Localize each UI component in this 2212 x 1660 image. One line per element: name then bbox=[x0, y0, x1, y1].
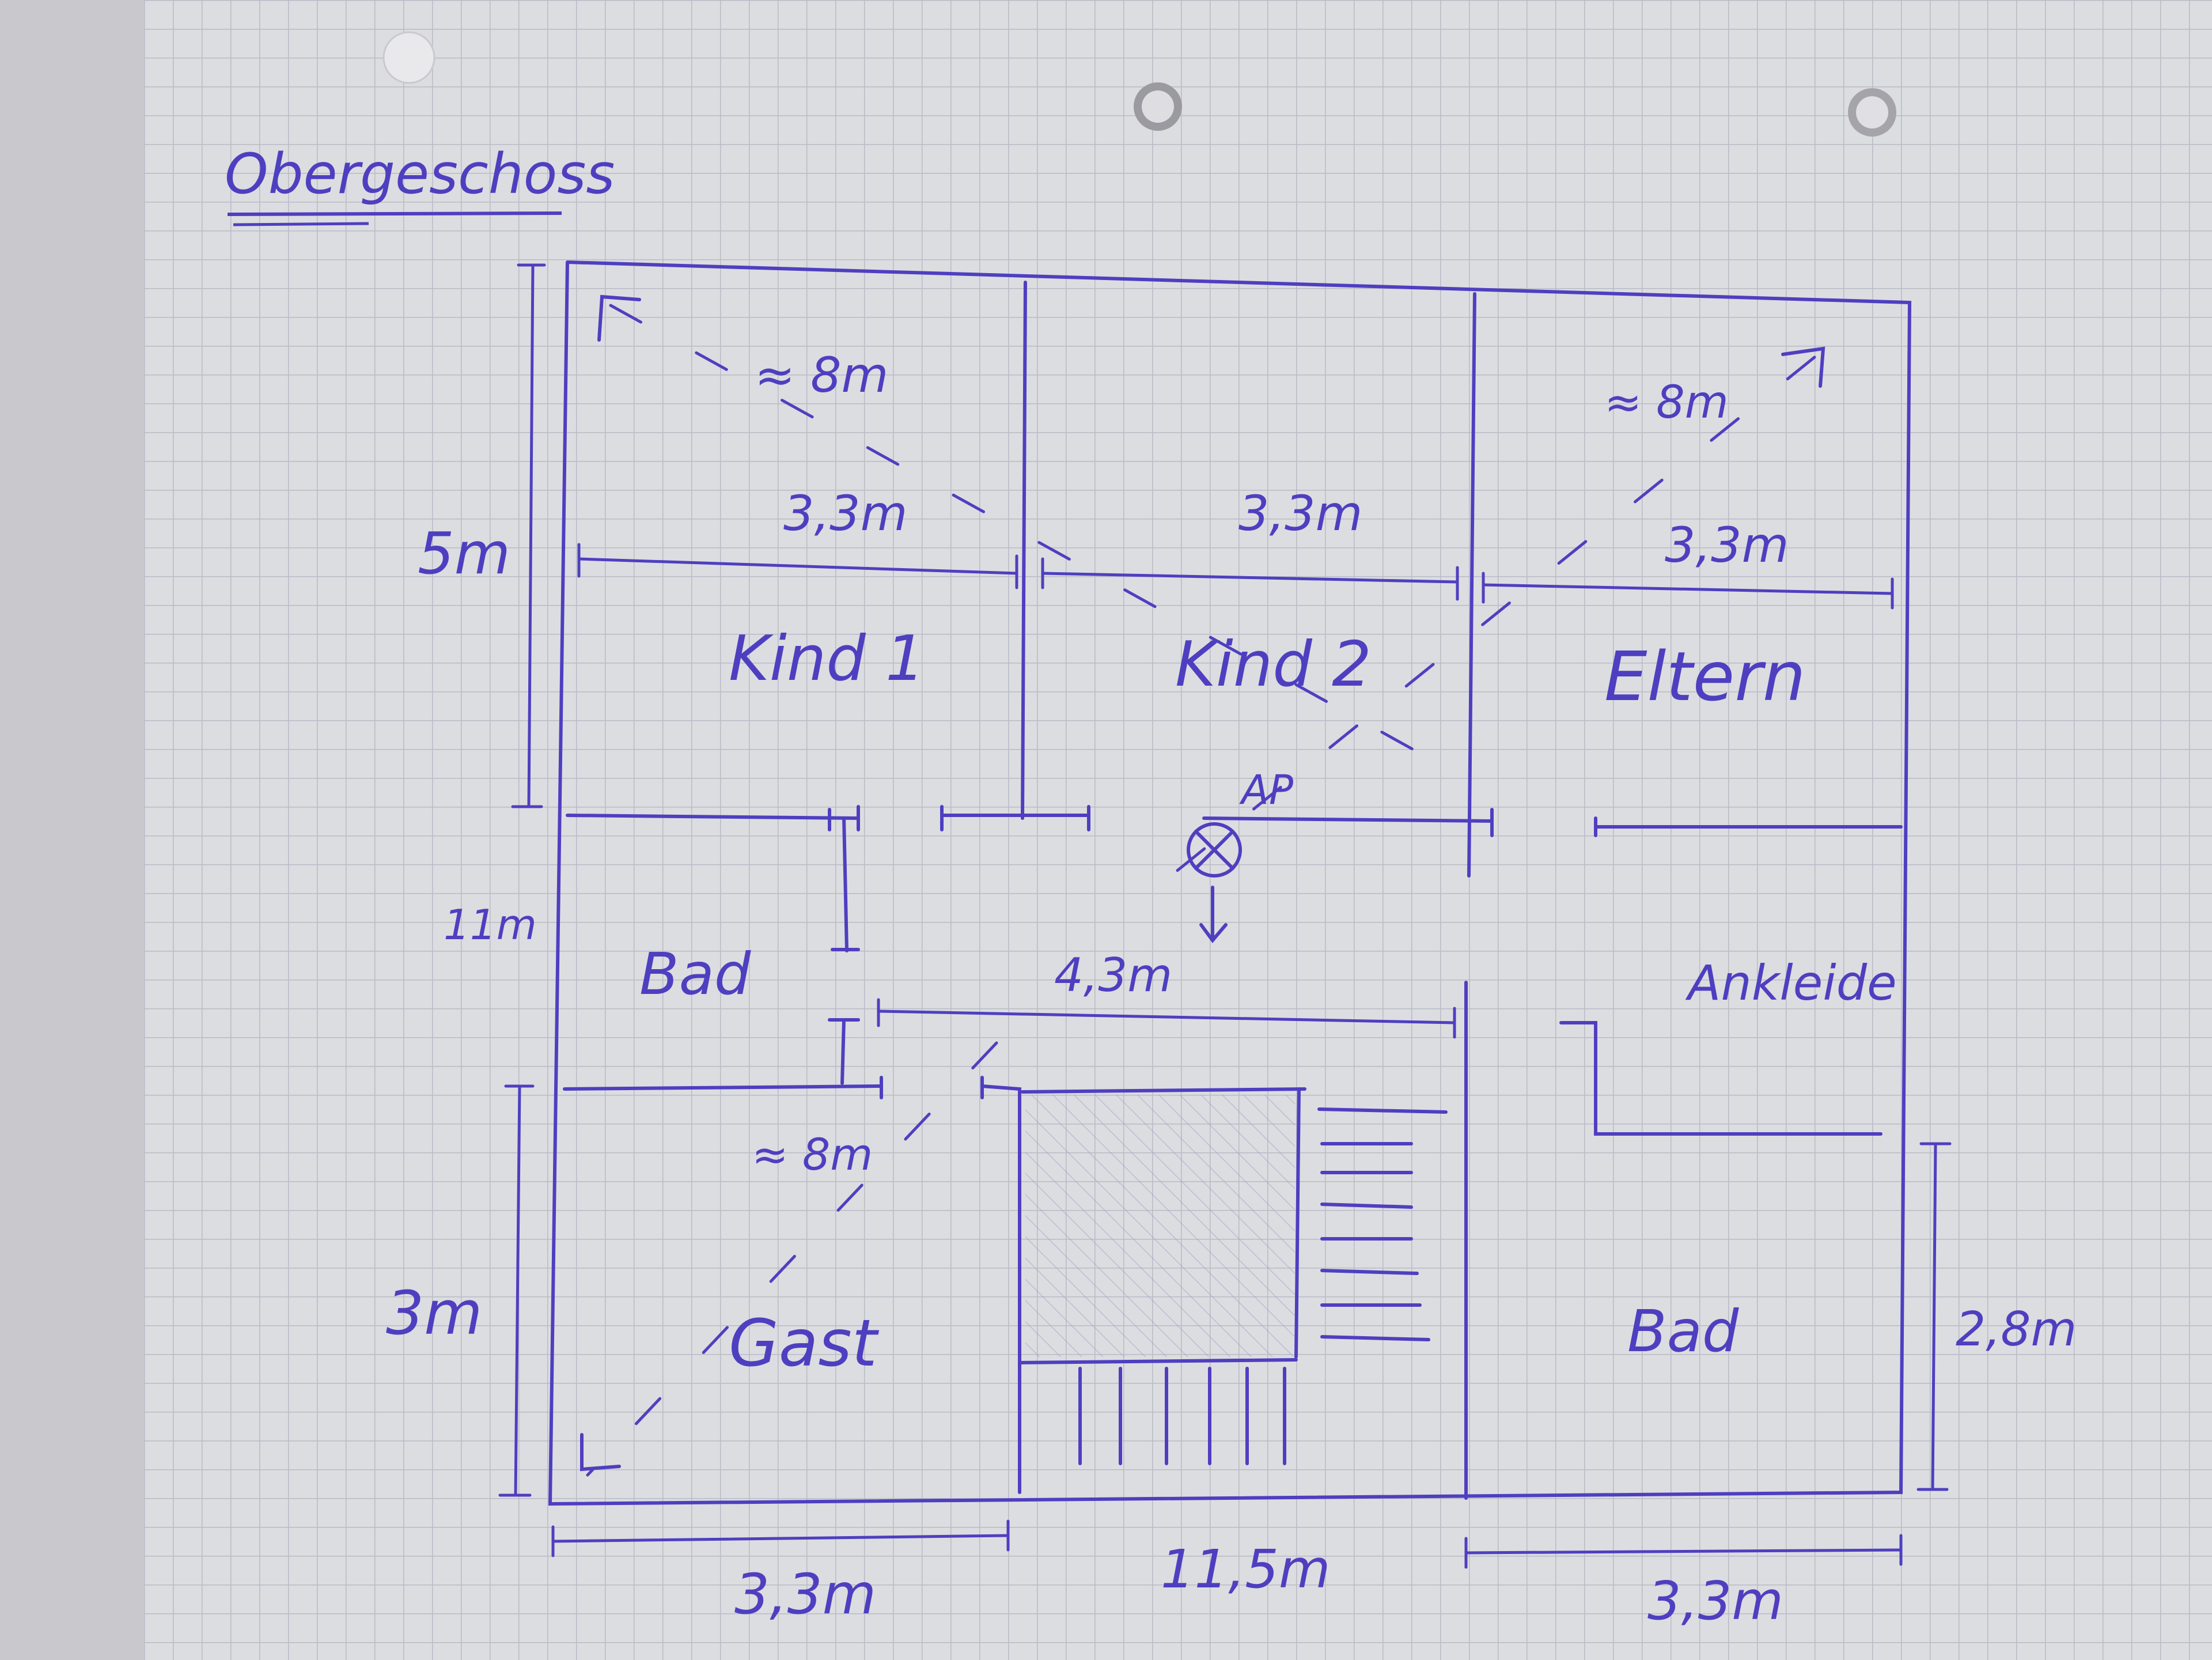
dim-label-height-total: 11m bbox=[444, 901, 537, 949]
dim-label-bottom-total: 11,5m bbox=[1161, 1538, 1330, 1600]
stair-tread bbox=[1320, 1203, 1413, 1209]
binder-hole bbox=[382, 31, 435, 84]
diagonal-gast bbox=[586, 1041, 998, 1477]
dim-label-eltern: 3,3m bbox=[1665, 517, 1789, 573]
room-label-bad-top: Bad bbox=[639, 940, 751, 1008]
dim-line-height-bad bbox=[1931, 1142, 1937, 1491]
dim-line-height-gast bbox=[514, 1084, 521, 1497]
stair-tread bbox=[1317, 1107, 1448, 1114]
wall-stair-void bbox=[1018, 1358, 1298, 1364]
wall-kind1-kind2 bbox=[1021, 281, 1027, 820]
dim-line-hall bbox=[877, 1009, 1456, 1024]
arrow-head bbox=[580, 1433, 621, 1472]
room-label-bad-bottom: Bad bbox=[1627, 1298, 1739, 1365]
room-label-eltern: Eltern bbox=[1604, 637, 1806, 716]
dim-label-hall: 4,3m bbox=[1054, 948, 1172, 1002]
paper-grid bbox=[138, 0, 2212, 1660]
stair-void-hatch bbox=[1025, 1095, 1295, 1357]
wall-ankleide bbox=[1559, 1021, 1883, 1136]
dim-label-height-top: 5m bbox=[418, 520, 510, 587]
binder-hole bbox=[1142, 90, 1174, 123]
wall-rooms-south bbox=[1202, 816, 1494, 823]
wall-bad-gast bbox=[563, 1084, 883, 1091]
arrow-head bbox=[597, 294, 641, 342]
ap-label: AP bbox=[1239, 766, 1294, 814]
wall-kind2-eltern bbox=[1467, 292, 1476, 878]
diagonal-eltern bbox=[1162, 356, 1816, 883]
ap-lamp-icon bbox=[1194, 830, 1234, 870]
dim-label-diag-gast: ≈ 8m bbox=[752, 1129, 873, 1180]
paper-left-edge bbox=[0, 0, 144, 1660]
dim-line-bottom-right bbox=[1464, 1548, 1903, 1555]
outer-wall bbox=[548, 260, 1912, 1506]
stair-tread bbox=[1320, 1335, 1430, 1341]
arrow-head bbox=[1781, 346, 1825, 388]
dim-line-bottom-left bbox=[551, 1534, 1010, 1543]
room-label-kind2: Kind 2 bbox=[1175, 629, 1372, 701]
dim-line-kind1 bbox=[577, 557, 1018, 575]
dim-label-diag-eltern: ≈ 8m bbox=[1604, 377, 1729, 429]
dim-line-height-top bbox=[527, 263, 535, 808]
title-underline bbox=[233, 222, 369, 226]
dim-label-height-bad: 2,8m bbox=[1956, 1302, 2077, 1357]
wall-rooms-south bbox=[566, 814, 860, 820]
binder-hole bbox=[1856, 96, 1888, 128]
dim-line-eltern bbox=[1482, 583, 1894, 595]
dim-line-kind2 bbox=[1041, 572, 1459, 584]
wall-stair-void bbox=[1294, 1087, 1301, 1359]
ap-arrow-icon bbox=[1199, 923, 1228, 943]
dim-label-bottom-right: 3,3m bbox=[1647, 1570, 1783, 1632]
room-label-gast: Gast bbox=[729, 1306, 880, 1381]
wall-bad-left-east bbox=[840, 1018, 846, 1085]
stair-tread bbox=[1320, 1269, 1419, 1275]
dim-label-bottom-left: 3,3m bbox=[734, 1562, 876, 1627]
room-label-ankleide: Ankleide bbox=[1685, 955, 1897, 1011]
wall-bad-left-east bbox=[842, 816, 849, 952]
room-label-kind1: Kind 1 bbox=[729, 623, 925, 695]
ap-lamp-icon bbox=[1187, 822, 1242, 878]
title-underline bbox=[227, 211, 562, 216]
wall-stairwell bbox=[980, 1084, 1021, 1494]
dim-label-kind1: 3,3m bbox=[783, 485, 907, 542]
plan-title: Obergeschoss bbox=[225, 142, 615, 206]
wall-stair-void bbox=[1021, 1087, 1306, 1094]
dim-label-diag-kind1: ≈ 8m bbox=[755, 347, 888, 403]
dim-label-kind2: 3,3m bbox=[1238, 485, 1362, 542]
dim-label-height-gast: 3m bbox=[386, 1278, 482, 1348]
